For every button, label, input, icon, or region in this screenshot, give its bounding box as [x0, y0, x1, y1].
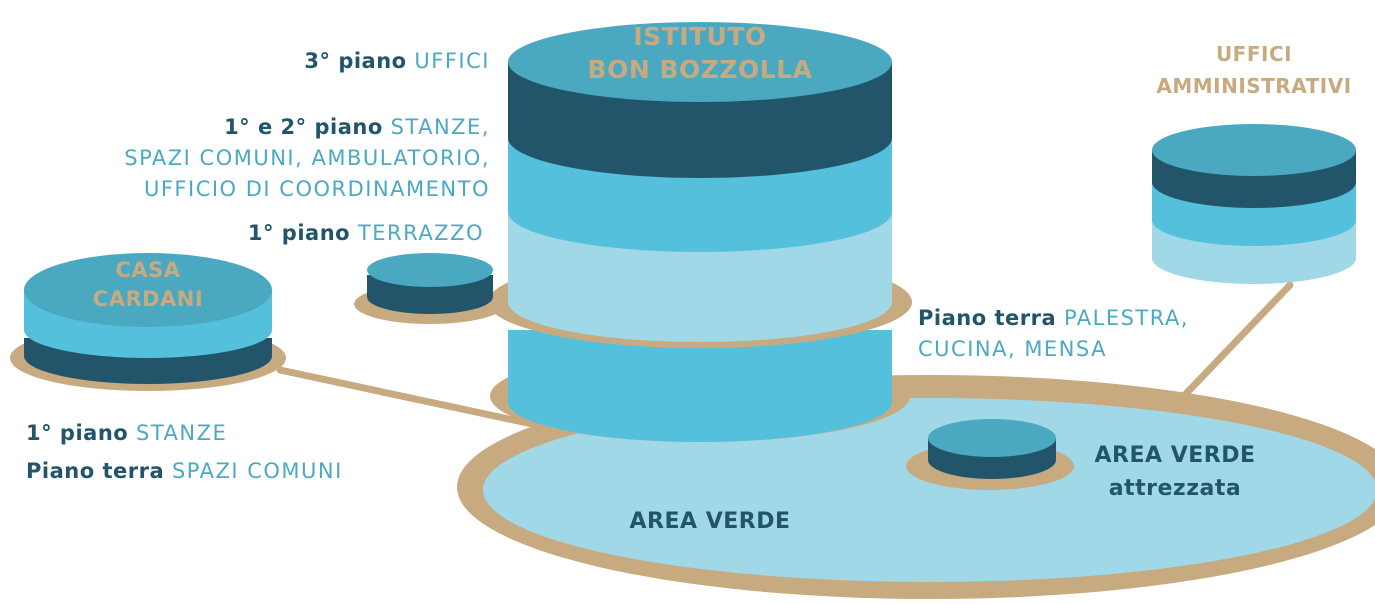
floor12-value-3: UFFICIO DI COORDINAMENTO: [143, 177, 490, 201]
uffici-amministrativi-title: UFFICI AMMINISTRATIVI: [1140, 38, 1368, 102]
terrazzo-value: TERRAZZO: [357, 221, 484, 245]
floor3-value: UFFICI: [414, 49, 490, 73]
connector-casa-to-area: [276, 366, 564, 434]
casa-floor1-prefix: 1° piano: [26, 421, 129, 445]
casa-floors-label: 1° piano STANZE Piano terra SPAZI COMUNI: [26, 414, 446, 490]
floor3-label: 3° piano UFFICI: [150, 46, 490, 77]
floor12-value-1: STANZE,: [390, 115, 490, 139]
casa-floor1-value: STANZE: [136, 421, 228, 445]
area-attrezzata-line1: AREA VERDE: [1094, 443, 1256, 468]
casa-title-line1: CASA: [115, 258, 181, 282]
casa-title-line2: CARDANI: [92, 287, 204, 311]
floor12-label: 1° e 2° piano STANZE, SPAZI COMUNI, AMBU…: [0, 112, 490, 205]
area-attrezzata-line2: attrezzata: [1108, 476, 1242, 501]
istituto-cylinder: [488, 22, 912, 442]
casa-cardani-title: CASA CARDANI: [60, 256, 236, 314]
istituto-title: ISTITUTO BON BOZZOLLA: [560, 20, 840, 86]
istituto-title-line1: ISTITUTO: [633, 22, 767, 51]
terrazzo-cylinder: [354, 253, 506, 324]
casa-pt-prefix: Piano terra: [26, 459, 165, 483]
area-attrezzata-label: AREA VERDE attrezzata: [1068, 439, 1282, 505]
floor12-value-2: SPAZI COMUNI, AMBULATORIO,: [124, 146, 490, 170]
floor12-prefix: 1° e 2° piano: [224, 115, 383, 139]
casa-pt-value: SPAZI COMUNI: [171, 459, 343, 483]
area-attrezzata-cylinder: [906, 419, 1074, 490]
terrazzo-label: 1° piano TERRAZZO: [120, 218, 484, 249]
pt-value-1: PALESTRA,: [1063, 306, 1190, 330]
uffici-amministrativi-cylinder: [1152, 124, 1356, 284]
pt-value-2: CUCINA, MENSA: [918, 337, 1107, 361]
connector-area-to-uffici: [1176, 281, 1294, 404]
uffici-amm-title-line2: AMMINISTRATIVI: [1156, 74, 1352, 98]
casa-cardani-cylinder: [10, 253, 286, 391]
istituto-title-line2: BON BOZZOLLA: [587, 55, 813, 84]
piano-terra-label: Piano terra PALESTRA, CUCINA, MENSA: [918, 303, 1258, 365]
pt-prefix: Piano terra: [918, 306, 1057, 330]
area-verde-label: AREA VERDE: [629, 509, 791, 534]
terrazzo-prefix: 1° piano: [247, 221, 351, 245]
uffici-amm-title-line1: UFFICI: [1215, 42, 1293, 66]
floor3-prefix: 3° piano: [304, 49, 407, 73]
